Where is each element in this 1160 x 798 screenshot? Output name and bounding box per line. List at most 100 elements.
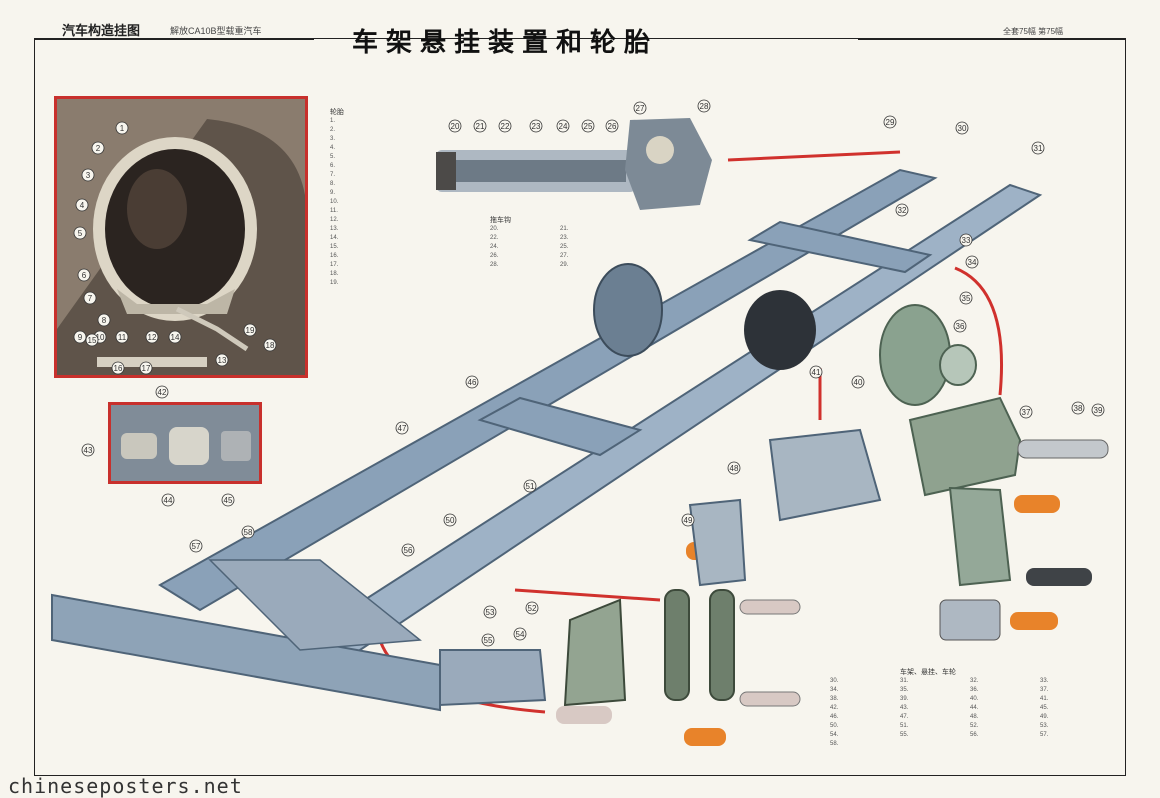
tire-legend-item: 19.: [330, 280, 339, 286]
chassis-legend-item: 54.: [830, 732, 839, 738]
tow-legend-list: 20.21.22.23.24.25.26.27.28.29.: [490, 225, 630, 270]
chassis-legend-item: 32.: [970, 678, 979, 684]
wheel-hub: [879, 304, 977, 406]
chassis-legend-item: 40.: [970, 696, 979, 702]
callout-label: 42: [158, 388, 167, 397]
callout-label: 5: [78, 229, 83, 238]
tow-legend-heading: 拖车钩: [490, 217, 511, 224]
callout-label: 12: [148, 333, 157, 342]
callout-12: 12: [145, 330, 159, 344]
tow-legend: 拖车钩 20.21.22.23.24.25.26.27.28.29.: [490, 216, 630, 270]
chassis-legend-item: 36.: [970, 687, 979, 693]
chassis-legend-item: 34.: [830, 687, 839, 693]
callout-label: 22: [501, 122, 510, 131]
tire-legend-item: 1.: [330, 118, 336, 124]
tire-legend-item: 10.: [330, 199, 339, 205]
callout-label: 53: [486, 608, 495, 617]
page-title: 车架悬挂装置和轮胎: [352, 28, 659, 58]
chassis-legend-item: 31.: [900, 678, 909, 684]
callout-18: 18: [263, 338, 277, 352]
callout-label: 31: [1034, 144, 1043, 153]
callout-13: 13: [215, 353, 229, 367]
callout-label: 29: [886, 118, 895, 127]
chassis-legend: 车架、悬挂、车轮 30.31.32.33.34.35.36.37.38.39.4…: [830, 668, 1110, 749]
tire-legend-item: 11.: [330, 208, 338, 214]
tire-legend-item: 7.: [330, 172, 336, 178]
callout-label: 6: [82, 271, 87, 280]
callout-15: 15: [85, 333, 99, 347]
tire-legend-item: 15.: [330, 244, 339, 250]
callout-label: 3: [86, 171, 91, 180]
chassis-legend-item: 39.: [900, 696, 909, 702]
tow-legend-item: 28.: [490, 262, 499, 268]
chassis-legend-item: 44.: [970, 705, 979, 711]
callout-28: 28: [697, 99, 711, 113]
callout-label: 56: [404, 546, 413, 555]
tow-legend-item: 25.: [560, 244, 569, 250]
tow-legend-item: 20.: [490, 226, 499, 232]
callout-52: 52: [525, 601, 539, 615]
callout-57: 57: [189, 539, 203, 553]
callout-label: 10: [96, 333, 105, 342]
chassis-legend-item: 45.: [1040, 705, 1049, 711]
chassis-legend-item: 58.: [830, 741, 839, 747]
tow-legend-item: 23.: [560, 235, 569, 241]
callout-label: 34: [968, 258, 977, 267]
callout-label: 14: [171, 333, 180, 342]
chassis-legend-item: 43.: [900, 705, 909, 711]
shackle-parts: [439, 428, 1092, 746]
tire-legend-list: 1.2.3.4.5.6.7.8.9.10.11.12.13.14.15.16.1…: [330, 117, 344, 288]
callout-label: 20: [451, 122, 460, 131]
callout-53: 53: [483, 605, 497, 619]
towing-hook: [436, 118, 712, 210]
callout-44: 44: [161, 493, 175, 507]
callout-label: 30: [958, 124, 967, 133]
chassis-frame: [51, 168, 1043, 712]
callout-4: 4: [75, 198, 89, 212]
tire-legend-item: 17.: [330, 262, 339, 268]
tow-legend-item: 26.: [490, 253, 499, 259]
spring-bracket: [908, 396, 1109, 497]
callout-label: 7: [88, 294, 93, 303]
chassis-legend-item: 33.: [1040, 678, 1049, 684]
chassis-legend-item: 57.: [1040, 732, 1049, 738]
callout-label: 24: [559, 122, 568, 131]
callout-20: 20: [448, 119, 462, 133]
model-label: 解放CA10B型载重汽车: [170, 26, 262, 36]
chassis-legend-item: 53.: [1040, 723, 1049, 729]
callout-37: 37: [1019, 405, 1033, 419]
callout-45: 45: [221, 493, 235, 507]
callout-41: 41: [809, 365, 823, 379]
callout-56: 56: [401, 543, 415, 557]
callout-label: 19: [246, 326, 255, 335]
tire-legend-item: 9.: [330, 190, 336, 196]
callout-label: 13: [218, 356, 227, 365]
callout-label: 23: [532, 122, 541, 131]
callout-label: 52: [528, 604, 537, 613]
tire-legend-item: 3.: [330, 136, 336, 142]
chassis-legend-item: 50.: [830, 723, 839, 729]
callout-label: 49: [684, 516, 693, 525]
tire-legend-heading: 轮胎: [330, 109, 344, 116]
callout-26: 26: [605, 119, 619, 133]
sheet-number: 全套75幅 第75幅: [1003, 27, 1064, 36]
callout-7: 7: [83, 291, 97, 305]
callout-25: 25: [581, 119, 595, 133]
tire-legend-item: 4.: [330, 145, 336, 151]
callout-42: 42: [155, 385, 169, 399]
callout-34: 34: [965, 255, 979, 269]
chassis-legend-item: 35.: [900, 687, 909, 693]
tire-legend-item: 16.: [330, 253, 339, 259]
tow-legend-item: 22.: [490, 235, 499, 241]
chassis-legend-item: 49.: [1040, 714, 1049, 720]
tire-legend-item: 12.: [330, 217, 339, 223]
tire-legend-item: 14.: [330, 235, 339, 241]
callout-label: 36: [956, 322, 965, 331]
tow-legend-item: 24.: [490, 244, 499, 250]
callout-label: 41: [812, 368, 821, 377]
callout-label: 21: [476, 122, 485, 131]
chassis-legend-item: 30.: [830, 678, 839, 684]
tire-legend-item: 5.: [330, 154, 336, 160]
